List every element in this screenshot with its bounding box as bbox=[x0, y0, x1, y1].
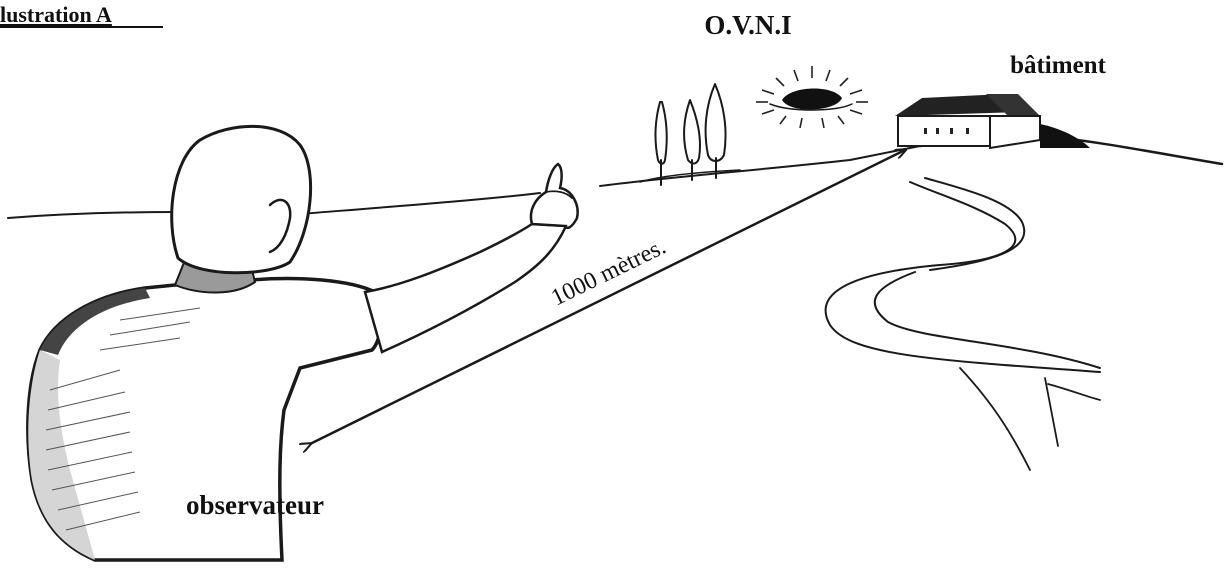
building-label: bâtiment bbox=[1010, 52, 1107, 79]
ufo-label: O.V.N.I bbox=[704, 10, 791, 40]
observer-label: observateur bbox=[186, 490, 324, 520]
road bbox=[826, 178, 1100, 470]
illustration-title: lustration A bbox=[0, 2, 112, 27]
distance-label: 1000 mètres. bbox=[547, 234, 670, 312]
building-icon bbox=[895, 94, 1090, 148]
trees bbox=[640, 84, 740, 185]
ufo-icon bbox=[756, 66, 868, 128]
